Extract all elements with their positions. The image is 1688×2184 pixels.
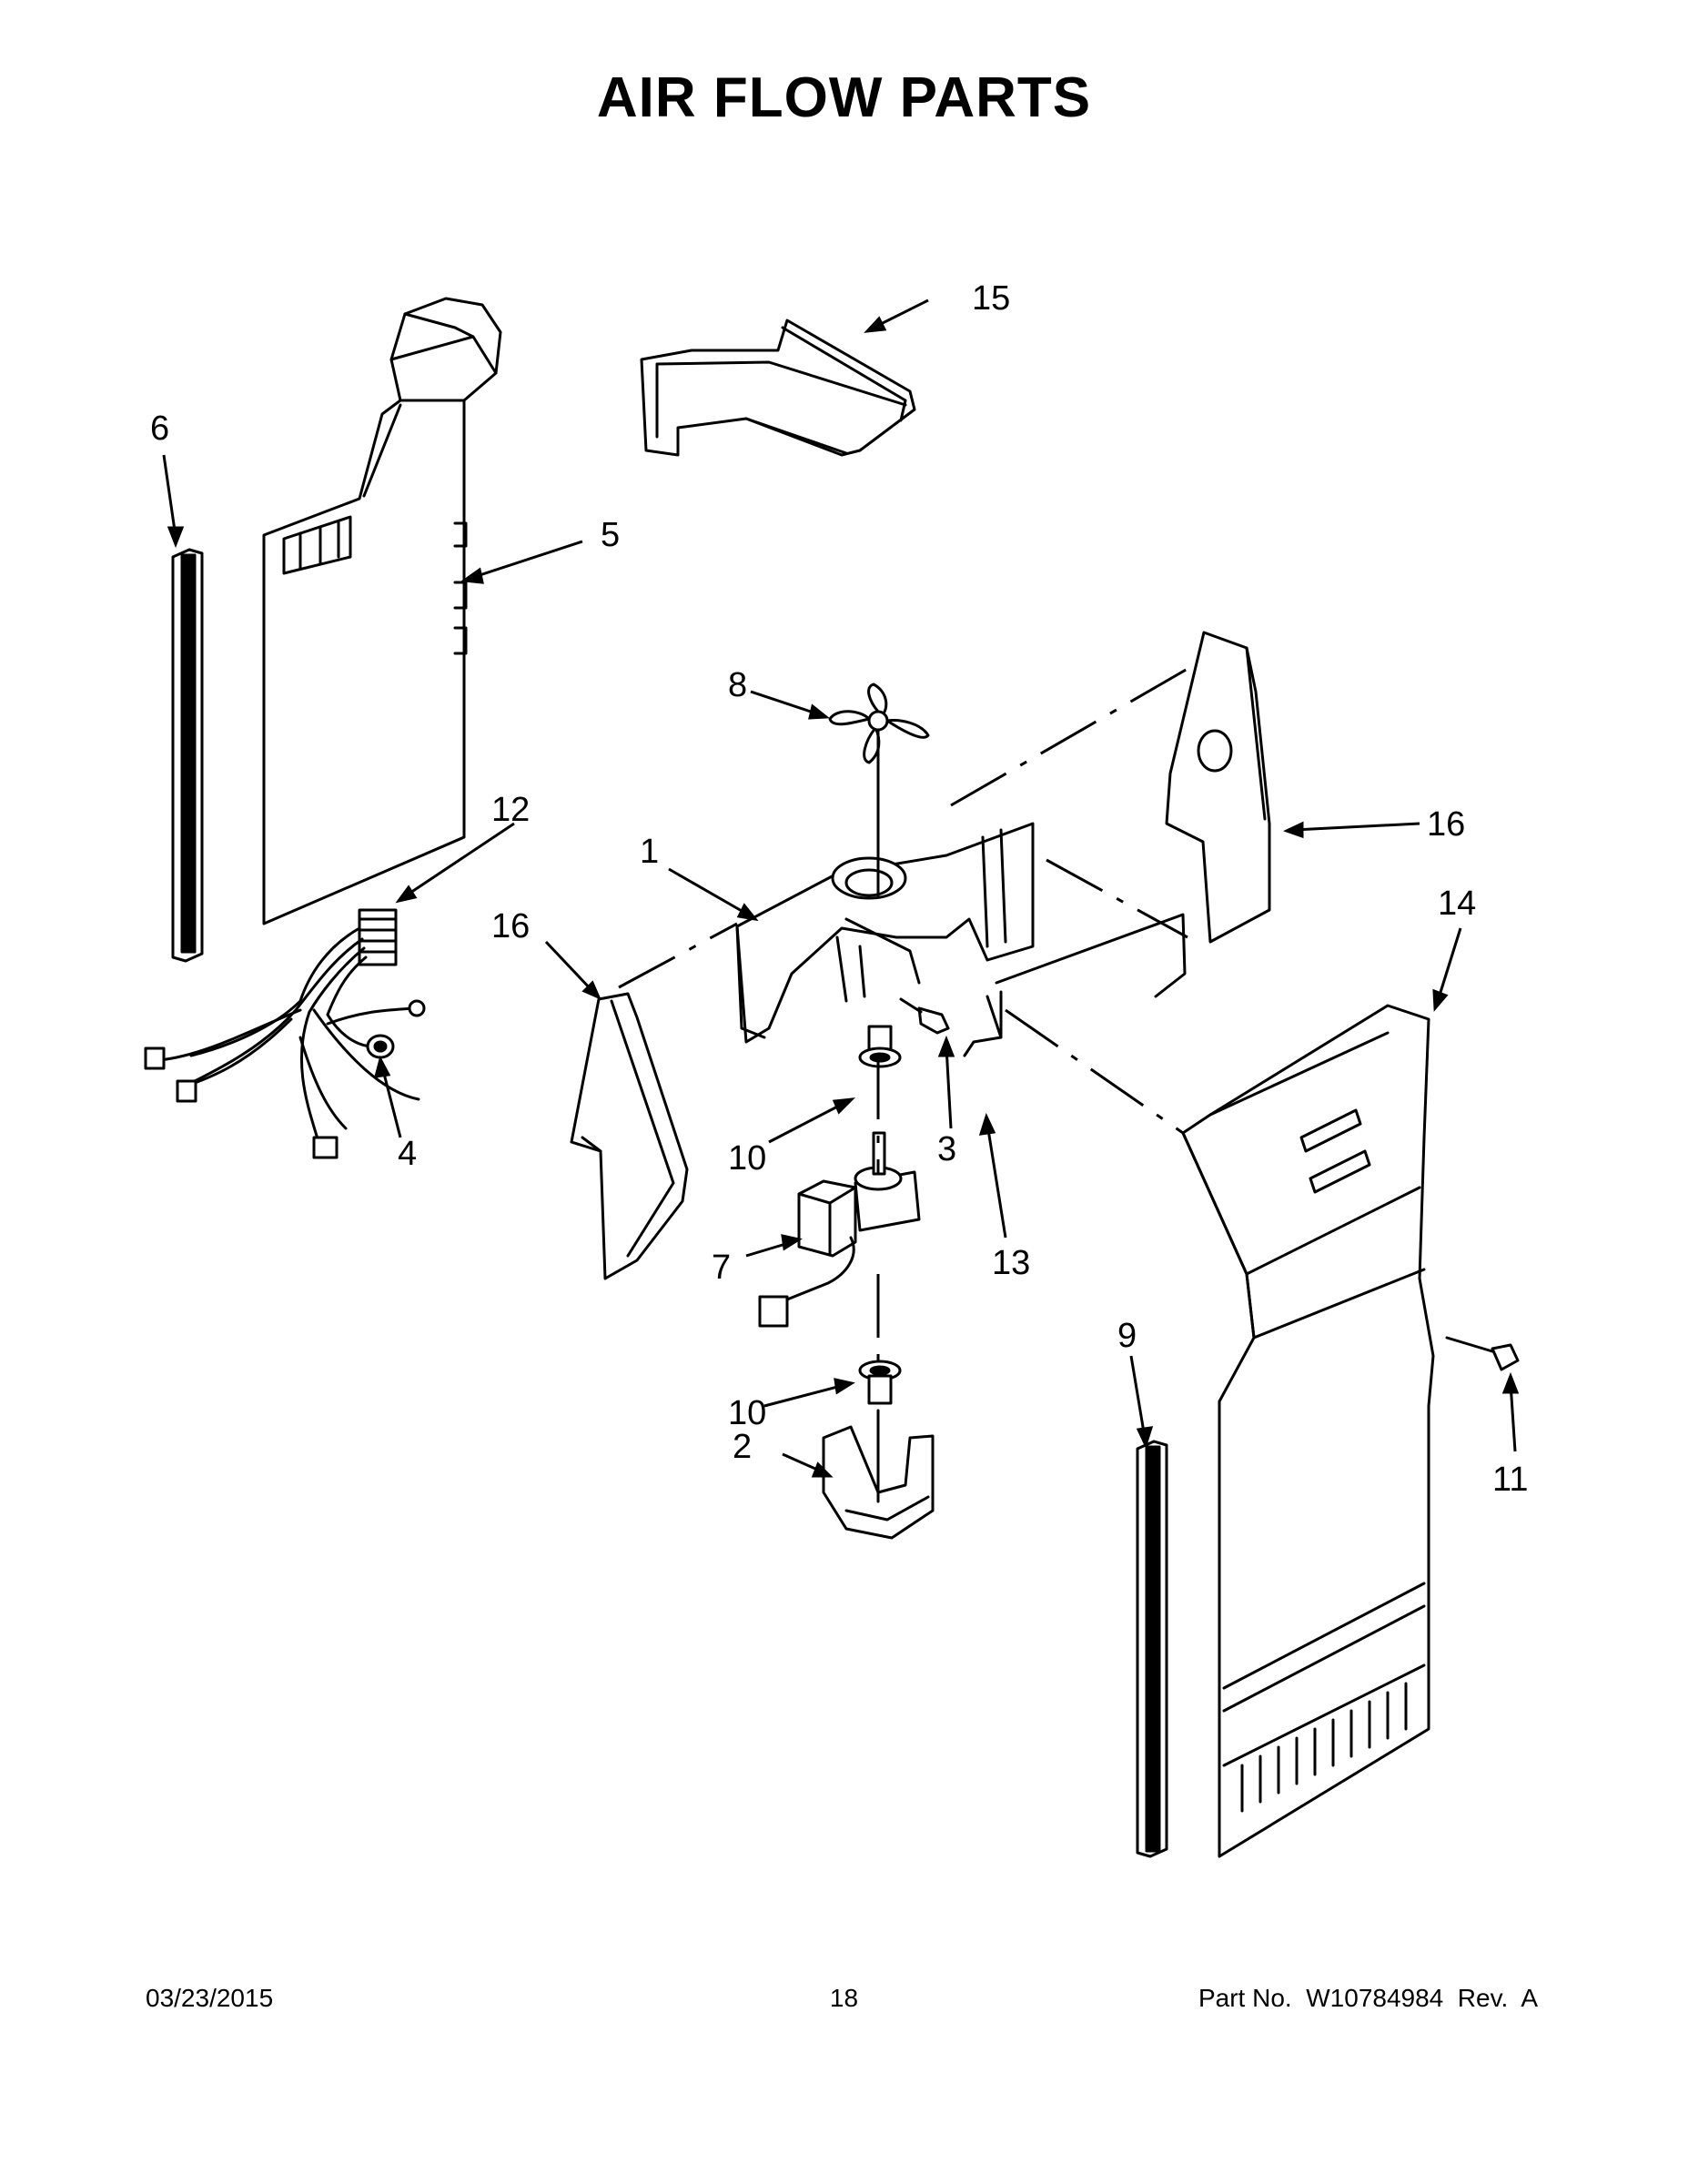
page-title: AIR FLOW PARTS bbox=[596, 66, 1092, 129]
part-10-grommet-upper bbox=[858, 1025, 902, 1068]
callout-12: 12 bbox=[491, 791, 530, 829]
callout-11: 11 bbox=[1492, 1461, 1528, 1499]
leader-arrows bbox=[162, 298, 1520, 1478]
callout-4: 4 bbox=[398, 1135, 417, 1173]
part-2-motor-bracket bbox=[822, 1409, 935, 1540]
footer-page-number: 18 bbox=[829, 1984, 859, 2012]
part-10-grommet-lower bbox=[858, 1360, 902, 1405]
part-1-fan-housing bbox=[735, 822, 1035, 1044]
callout-16-left: 16 bbox=[491, 907, 530, 945]
footer-part-number: Part No. W10784984 Rev. A bbox=[1198, 1984, 1538, 2012]
callout-2: 2 bbox=[733, 1428, 752, 1466]
callout-6: 6 bbox=[150, 410, 169, 448]
callout-9: 9 bbox=[1117, 1317, 1137, 1355]
part-11-screw bbox=[1445, 1336, 1520, 1371]
footer-date: 03/23/2015 bbox=[146, 1984, 274, 2012]
callout-14: 14 bbox=[1438, 885, 1476, 923]
callout-15: 15 bbox=[972, 279, 1010, 318]
part-16-baffle-left bbox=[570, 992, 689, 1280]
part-9-gasket-strip bbox=[1136, 1440, 1168, 1858]
callout-13: 13 bbox=[992, 1244, 1030, 1282]
callout-7: 7 bbox=[712, 1249, 731, 1287]
part-16-baffle-right bbox=[1165, 631, 1271, 944]
part-13-wire-bracket bbox=[963, 913, 1187, 1057]
part-14-air-tower bbox=[1181, 1004, 1435, 1858]
callout-5: 5 bbox=[601, 516, 620, 554]
callout-16-right: 16 bbox=[1427, 805, 1465, 844]
part-15-air-duct bbox=[640, 318, 916, 457]
callout-10-upper: 10 bbox=[728, 1139, 766, 1178]
part-12-wire-harness bbox=[144, 908, 426, 1159]
part-5-evaporator-cover bbox=[262, 297, 502, 925]
callout-10-lower: 10 bbox=[728, 1394, 766, 1432]
part-7-fan-motor bbox=[758, 1131, 921, 1328]
part-3-screw bbox=[899, 997, 950, 1035]
part-6-gasket-strip bbox=[171, 548, 204, 963]
part-4-grommet bbox=[366, 1034, 395, 1059]
alignment-lines bbox=[618, 667, 1188, 1365]
callout-8: 8 bbox=[728, 666, 747, 704]
part-8-fan-blade bbox=[828, 682, 930, 898]
callout-1: 1 bbox=[640, 833, 659, 871]
callout-3: 3 bbox=[937, 1130, 956, 1168]
